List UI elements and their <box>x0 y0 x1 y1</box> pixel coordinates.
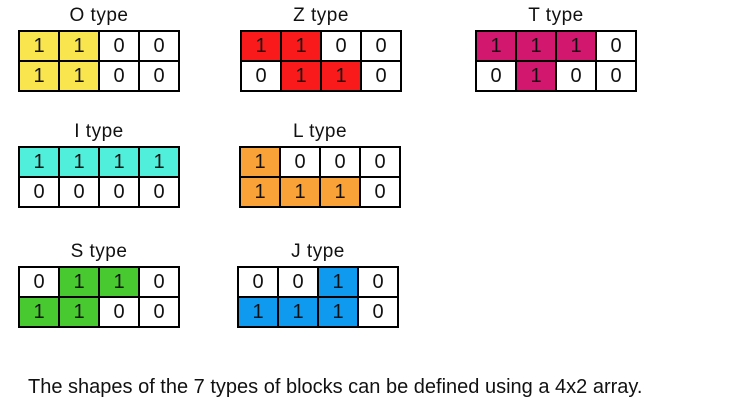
block-title-l: L type <box>292 121 348 142</box>
cell-o-r0-c1: 1 <box>58 30 100 62</box>
cell-z-r1-c0: 0 <box>240 60 282 92</box>
cell-t-r0-c0: 1 <box>475 30 517 62</box>
cell-i-r1-c1: 0 <box>58 176 100 208</box>
block-title-s: S type <box>70 241 128 262</box>
figure-caption: The shapes of the 7 types of blocks can … <box>28 376 643 398</box>
cell-i-r0-c3: 1 <box>138 146 180 178</box>
cell-j-r1-c1: 1 <box>277 296 319 328</box>
cell-l-r1-c0: 1 <box>239 176 281 208</box>
cell-l-r1-c3: 0 <box>359 176 401 208</box>
cell-l-r0-c3: 0 <box>359 146 401 178</box>
cell-i-r1-c0: 0 <box>18 176 60 208</box>
cell-i-r0-c0: 1 <box>18 146 60 178</box>
cell-o-r0-c0: 1 <box>18 30 60 62</box>
cell-z-r0-c3: 0 <box>360 30 402 62</box>
cell-l-r1-c2: 1 <box>319 176 361 208</box>
cell-s-r0-c3: 0 <box>138 266 180 298</box>
cell-o-r1-c2: 0 <box>98 60 140 92</box>
cell-s-r1-c3: 0 <box>138 296 180 328</box>
cell-o-r1-c0: 1 <box>18 60 60 92</box>
cell-j-r1-c3: 0 <box>357 296 399 328</box>
cell-j-r0-c1: 0 <box>277 266 319 298</box>
cell-t-r1-c2: 0 <box>555 60 597 92</box>
cell-z-r1-c3: 0 <box>360 60 402 92</box>
cell-t-r1-c3: 0 <box>595 60 637 92</box>
cell-l-r0-c2: 0 <box>319 146 361 178</box>
cell-j-r0-c2: 1 <box>317 266 359 298</box>
cell-t-r0-c3: 0 <box>595 30 637 62</box>
cell-z-r0-c1: 1 <box>280 30 322 62</box>
cell-z-r0-c2: 0 <box>320 30 362 62</box>
cell-o-r0-c3: 0 <box>138 30 180 62</box>
cell-l-r1-c1: 1 <box>279 176 321 208</box>
cell-s-r0-c1: 1 <box>58 266 100 298</box>
block-title-o: O type <box>69 5 129 26</box>
cell-z-r0-c0: 1 <box>240 30 282 62</box>
cell-i-r1-c3: 0 <box>138 176 180 208</box>
cell-j-r1-c0: 1 <box>237 296 279 328</box>
block-title-z: Z type <box>293 5 349 26</box>
cell-s-r0-c2: 1 <box>98 266 140 298</box>
cell-i-r1-c2: 0 <box>98 176 140 208</box>
cell-z-r1-c1: 1 <box>280 60 322 92</box>
cell-s-r1-c2: 0 <box>98 296 140 328</box>
cell-s-r1-c0: 1 <box>18 296 60 328</box>
cell-t-r1-c1: 1 <box>515 60 557 92</box>
cell-t-r1-c0: 0 <box>475 60 517 92</box>
cell-o-r1-c1: 1 <box>58 60 100 92</box>
cell-o-r0-c2: 0 <box>98 30 140 62</box>
cell-j-r0-c0: 0 <box>237 266 279 298</box>
block-title-j: J type <box>291 241 345 262</box>
cell-t-r0-c1: 1 <box>515 30 557 62</box>
cell-j-r0-c3: 0 <box>357 266 399 298</box>
cell-z-r1-c2: 1 <box>320 60 362 92</box>
cell-l-r0-c1: 0 <box>279 146 321 178</box>
cell-s-r1-c1: 1 <box>58 296 100 328</box>
cell-i-r0-c1: 1 <box>58 146 100 178</box>
cell-i-r0-c2: 1 <box>98 146 140 178</box>
cell-s-r0-c0: 0 <box>18 266 60 298</box>
cell-t-r0-c2: 1 <box>555 30 597 62</box>
cell-l-r0-c0: 1 <box>239 146 281 178</box>
block-title-t: T type <box>528 5 584 26</box>
block-title-i: I type <box>74 121 124 142</box>
cell-o-r1-c3: 0 <box>138 60 180 92</box>
cell-j-r1-c2: 1 <box>317 296 359 328</box>
